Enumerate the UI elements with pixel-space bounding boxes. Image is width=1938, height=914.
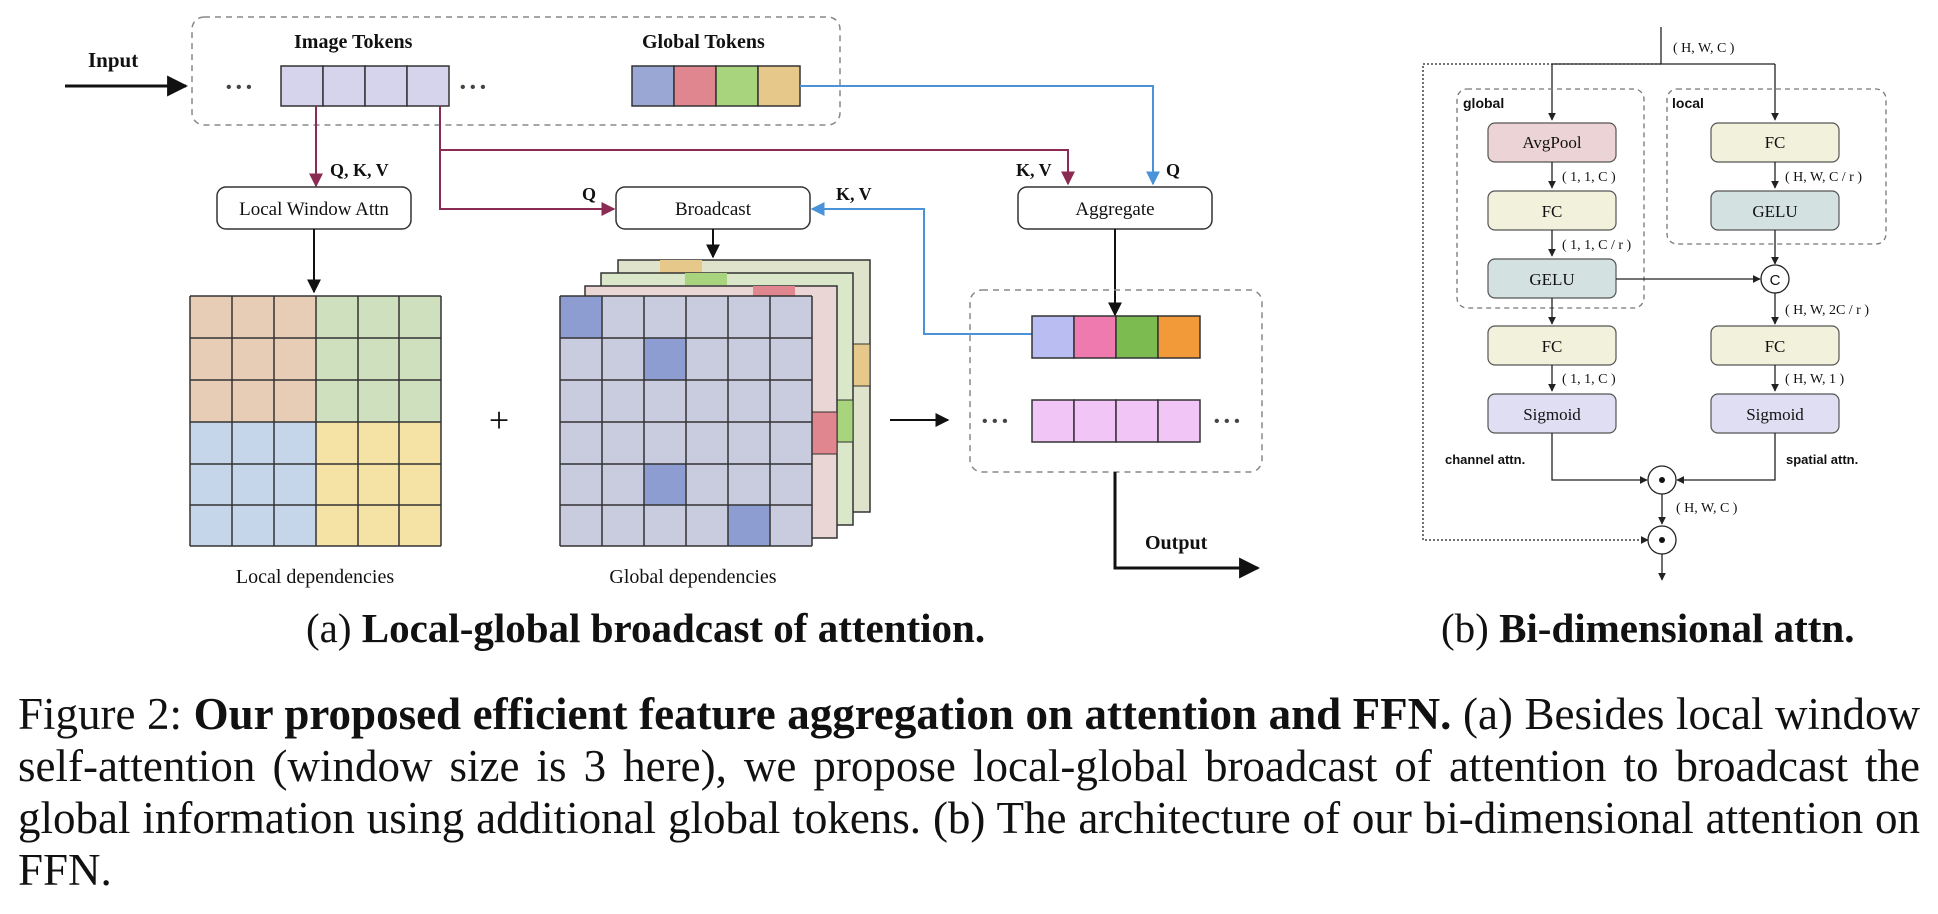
figure-caption-text: (a) Besides local window self-attention … — [18, 689, 1920, 895]
ellipsis-left: • • • — [226, 79, 252, 96]
spatial-attn-label: spatial attn. — [1786, 452, 1858, 467]
token-container — [191, 16, 841, 126]
local-group-box — [1666, 88, 1887, 245]
shape-hw2cr: ( H, W, 2C / r ) — [1785, 303, 1869, 318]
image-to-aggregate-arrow — [440, 149, 1075, 186]
shape-11cr: ( 1, 1, C / r ) — [1562, 238, 1632, 253]
local-group-label: local — [1672, 95, 1704, 111]
figure-caption-prefix: Figure 2: — [18, 689, 194, 739]
subcaption-b: (b) Bi-dimensional attn. — [1441, 604, 1854, 652]
global-tokens — [631, 65, 801, 107]
subcaption-a: (a) Local-global broadcast of attention. — [306, 604, 985, 652]
local-sigmoid-label: Sigmoid — [1746, 405, 1804, 424]
aggregated-image-tokens — [1031, 399, 1201, 443]
figure-caption: Figure 2: Our proposed efficient feature… — [18, 688, 1920, 896]
subcaption-b-prefix: (b) — [1441, 605, 1500, 651]
subcaption-a-prefix: (a) — [306, 605, 362, 651]
local-gelu-label: GELU — [1752, 202, 1797, 221]
local-dependencies-label: Local dependencies — [236, 566, 394, 588]
global-to-aggregate-arrow — [800, 85, 1160, 186]
spatial-to-mult — [1676, 433, 1776, 484]
shape-hwc-out: ( H, W, C ) — [1676, 501, 1738, 516]
global-dependencies-label: Global dependencies — [609, 566, 776, 588]
shape-hwcr: ( H, W, C / r ) — [1785, 170, 1862, 185]
global-fc1-label: FC — [1542, 202, 1563, 221]
q-label-broadcast: Q — [582, 184, 596, 204]
global-fc2-label: FC — [1542, 337, 1563, 356]
shape-hw1: ( H, W, 1 ) — [1785, 372, 1844, 387]
shape-11c-2: ( 1, 1, C ) — [1562, 372, 1616, 387]
local-window-attn-label: Local Window Attn — [239, 199, 389, 220]
broadcast-label: Broadcast — [675, 199, 752, 220]
bi-residual-line — [1422, 63, 1661, 544]
global-group-label: global — [1463, 95, 1504, 111]
figure-caption-title: Our proposed efficient feature aggregati… — [193, 689, 1452, 739]
multiply-dot-1 — [1659, 477, 1665, 483]
qkv-label: Q, K, V — [330, 160, 389, 180]
ellipsis-right: • • • — [460, 79, 486, 96]
aggregated-ellipsis-left: • • • — [982, 413, 1008, 430]
shape-11c: ( 1, 1, C ) — [1562, 170, 1616, 185]
q-to-broadcast-arrow — [439, 106, 616, 216]
q-label-aggregate: Q — [1166, 160, 1180, 180]
local-fc1-label: FC — [1765, 133, 1786, 152]
multiply-dot-2 — [1659, 537, 1665, 543]
local-dependencies-grid — [189, 295, 442, 547]
aggregated-global-tokens — [1031, 315, 1201, 359]
global-dependencies-stack — [559, 259, 871, 547]
subcaption-b-title: Bi-dimensional attn. — [1499, 605, 1855, 651]
aggregated-ellipsis-right: • • • — [1214, 413, 1240, 430]
output-arrow — [1113, 472, 1261, 579]
channel-attn-label: channel attn. — [1445, 452, 1525, 467]
plus-sign: + — [489, 400, 509, 440]
subcaption-a-title: Local-global broadcast of attention. — [361, 605, 986, 651]
bi-input-shape: ( H, W, C ) — [1673, 41, 1735, 56]
channel-to-mult — [1551, 433, 1648, 484]
avgpool-label: AvgPool — [1522, 133, 1581, 152]
concat-label: C — [1770, 272, 1781, 289]
kv-label-aggregate: K, V — [1016, 160, 1052, 180]
aggregated-to-broadcast-arrow — [810, 202, 1032, 335]
global-group-box — [1456, 88, 1645, 309]
global-sigmoid-label: Sigmoid — [1523, 405, 1581, 424]
image-tokens — [280, 65, 450, 107]
image-tokens-label: Image Tokens — [294, 31, 413, 53]
feature-aggregation-diagram: Input Image Tokens Global Tokens • • • •… — [65, 16, 1887, 588]
global-gelu-label: GELU — [1529, 270, 1574, 289]
local-fc2-label: FC — [1765, 337, 1786, 356]
input-label: Input — [88, 48, 138, 72]
output-label: Output — [1145, 532, 1208, 554]
global-tokens-label: Global Tokens — [642, 31, 765, 53]
aggregate-label: Aggregate — [1075, 199, 1154, 220]
kv-label-broadcast: K, V — [836, 184, 872, 204]
